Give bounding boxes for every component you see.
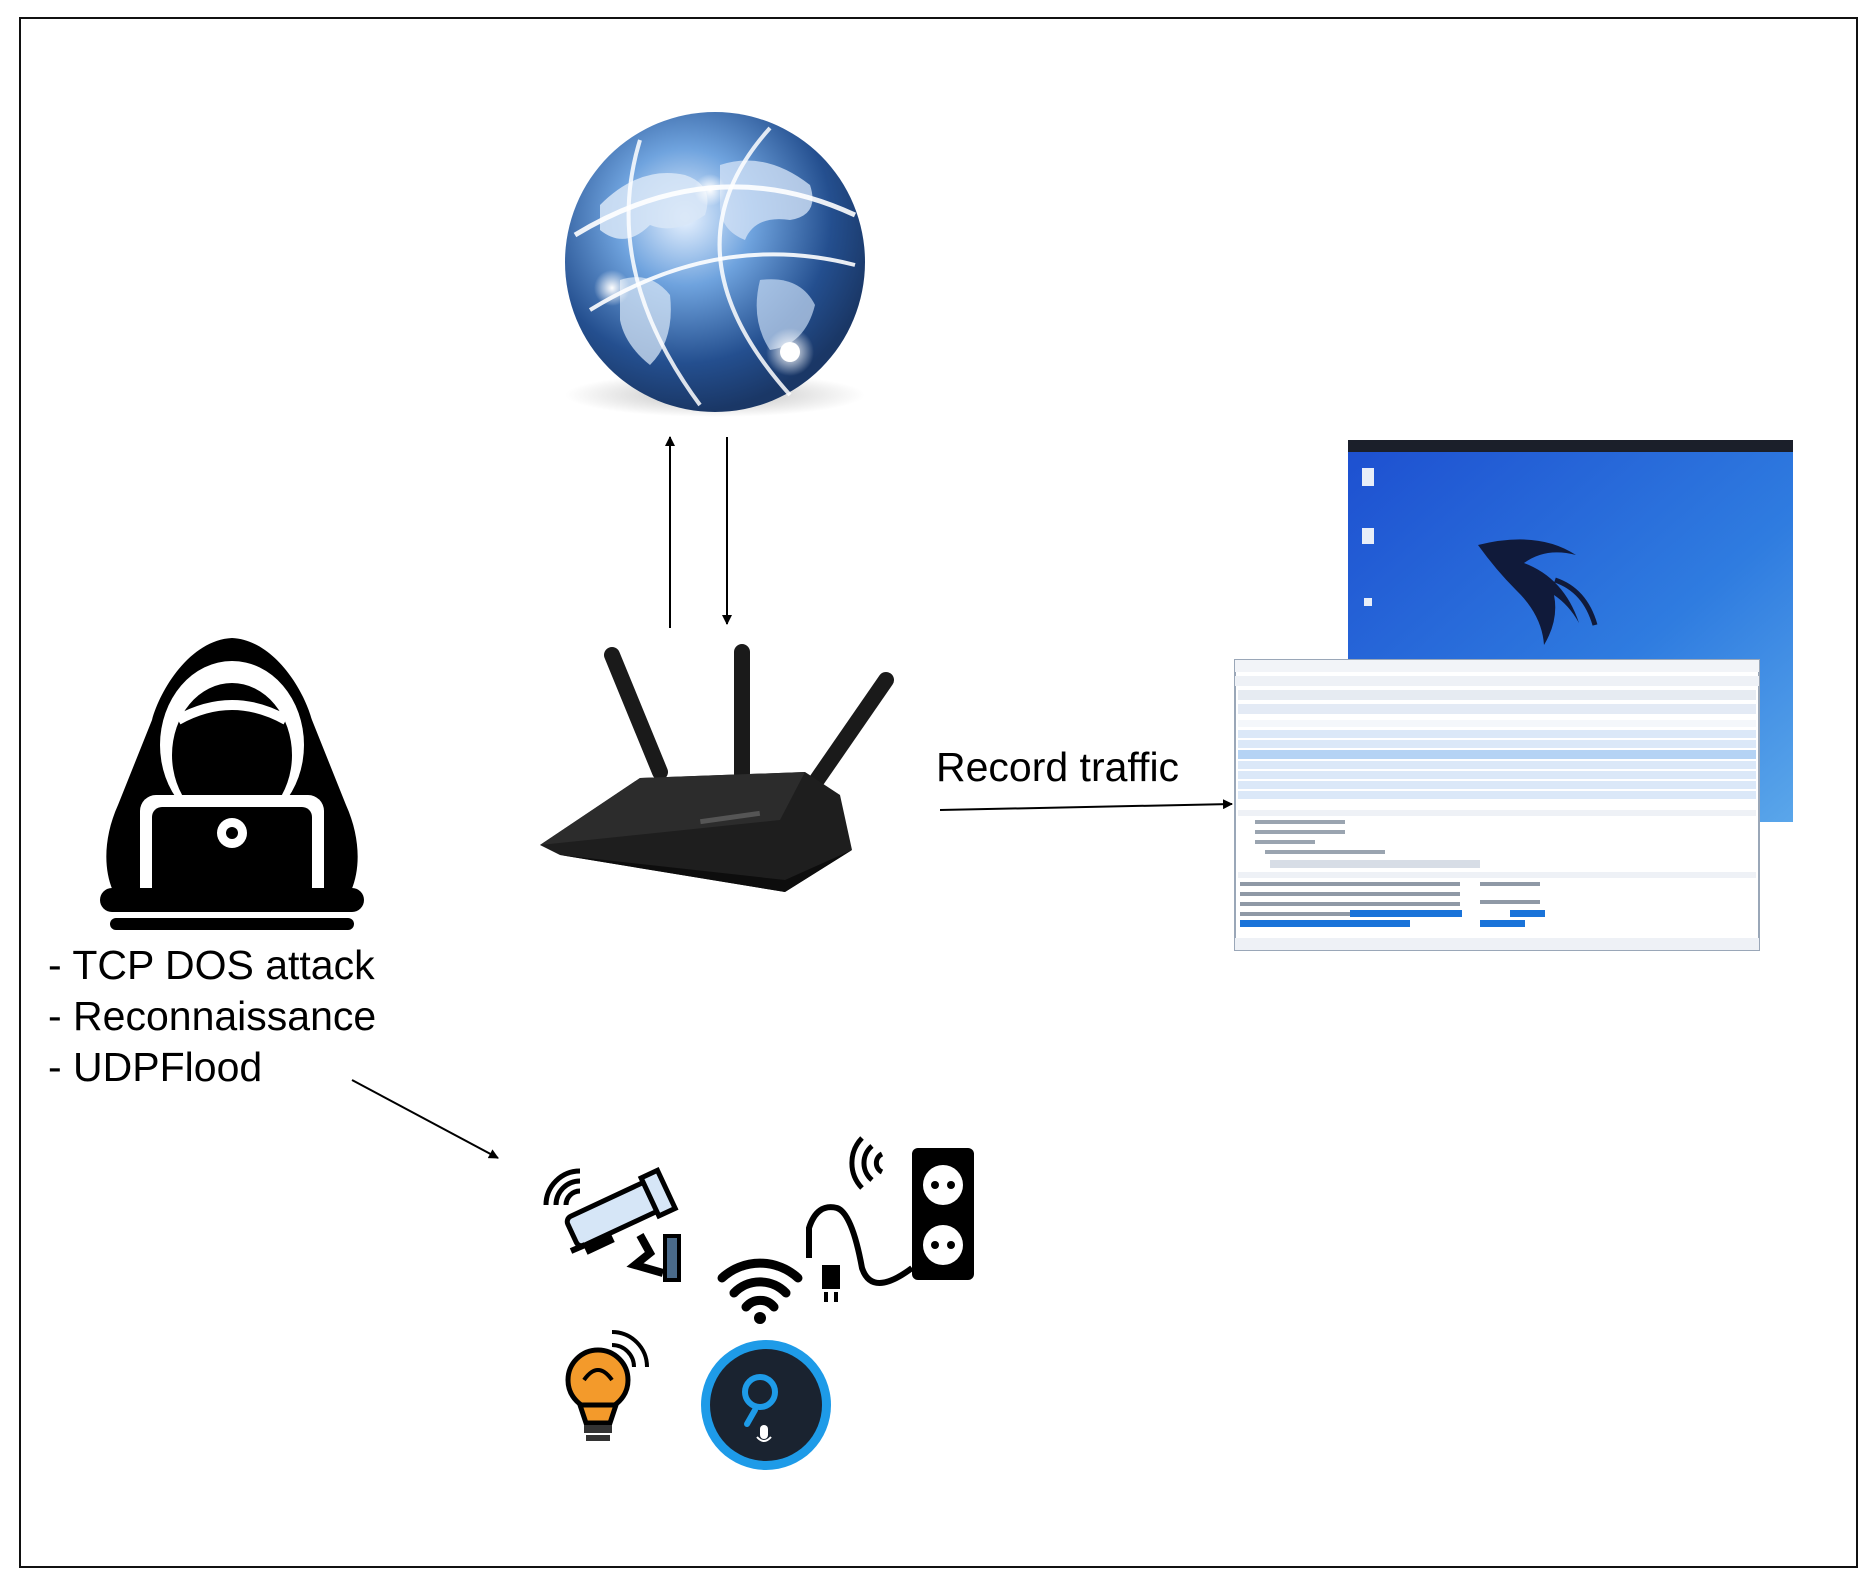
smart-plug-icon	[806, 1136, 974, 1302]
attack-item: Reconnaissance	[48, 991, 376, 1042]
record-traffic-label: Record traffic	[936, 744, 1180, 790]
hacker-laptop-icon	[100, 638, 364, 930]
arrow-attacker-to-iot	[351, 1079, 499, 1159]
attack-type-list: TCP DOS attack Reconnaissance UDPFlood	[48, 940, 376, 1093]
attack-item: TCP DOS attack	[48, 940, 376, 991]
arrow-router-to-capture	[939, 799, 1233, 811]
attack-item: UDPFlood	[48, 1042, 376, 1093]
diagram-frame	[19, 17, 1858, 1568]
security-camera-icon	[543, 1166, 681, 1282]
wireshark-window-screenshot	[1234, 659, 1760, 951]
smart-speaker-icon	[701, 1340, 831, 1470]
globe-icon	[565, 112, 865, 417]
smart-bulb-icon	[565, 1330, 649, 1441]
wifi-signal-icon	[717, 1258, 803, 1324]
wifi-router-icon	[540, 644, 894, 892]
